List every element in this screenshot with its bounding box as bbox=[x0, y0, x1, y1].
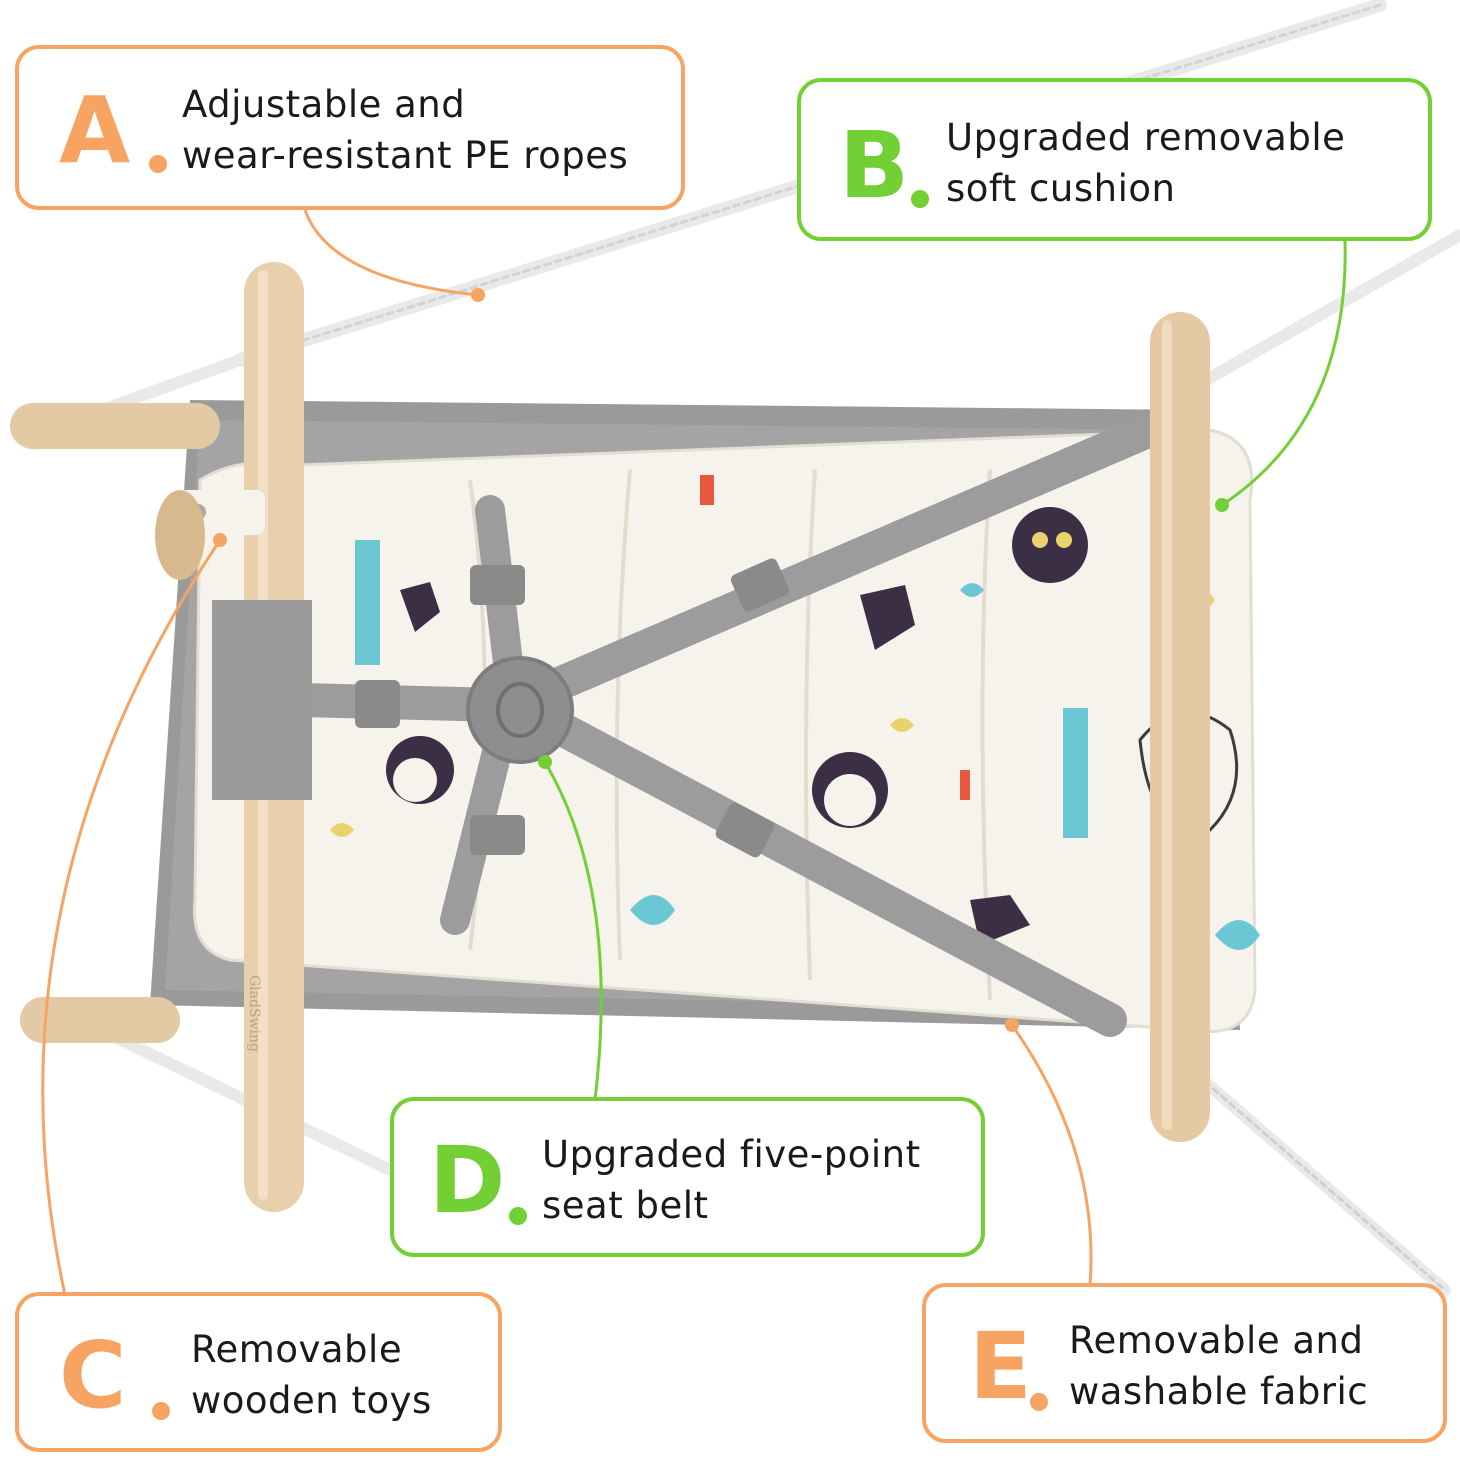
callout-b-line2: soft cushion bbox=[946, 167, 1176, 210]
callout-b-letter: B bbox=[839, 112, 910, 219]
callout-b-line1: Upgraded removable bbox=[946, 116, 1346, 159]
five-point-seat-belt bbox=[283, 413, 1167, 1037]
callout-e-letter: E bbox=[969, 1313, 1032, 1420]
callout-c-letter: C bbox=[59, 1322, 127, 1429]
brand-text: GladSwing bbox=[246, 975, 262, 1052]
wooden-posts-vertical bbox=[155, 262, 1210, 1212]
callout-c-line2: wooden toys bbox=[191, 1379, 432, 1422]
callout-a-pe-ropes: A Adjustable and wear-resistant PE ropes bbox=[15, 45, 685, 210]
callout-b-soft-cushion: B Upgraded removable soft cushion bbox=[797, 78, 1432, 241]
callout-e-washable-fabric: E Removable and washable fabric bbox=[922, 1283, 1447, 1443]
callout-a-letter: A bbox=[59, 77, 131, 184]
callout-connector-dots bbox=[213, 288, 1229, 1032]
callout-b-text: Upgraded removable soft cushion bbox=[946, 112, 1345, 214]
callout-a-line1: Adjustable and bbox=[182, 83, 466, 126]
callout-d-dot bbox=[509, 1207, 527, 1225]
callout-d-seat-belt: D Upgraded five-point seat belt bbox=[390, 1097, 985, 1257]
callout-c-dot bbox=[152, 1402, 170, 1420]
soft-cushion bbox=[192, 428, 1260, 1034]
callout-a-text: Adjustable and wear-resistant PE ropes bbox=[182, 79, 628, 181]
callout-c-wooden-toys: C Removable wooden toys bbox=[15, 1292, 502, 1452]
callout-e-dot bbox=[1030, 1393, 1048, 1411]
callout-d-line1: Upgraded five-point bbox=[542, 1133, 921, 1176]
callout-d-letter: D bbox=[429, 1127, 506, 1234]
callout-e-text: Removable and washable fabric bbox=[1069, 1315, 1368, 1417]
callout-c-line1: Removable bbox=[191, 1328, 403, 1371]
callout-connectors bbox=[41, 209, 1347, 1296]
callout-e-line2: washable fabric bbox=[1069, 1370, 1369, 1413]
callout-d-line2: seat belt bbox=[542, 1184, 709, 1227]
callout-a-dot bbox=[149, 155, 167, 173]
wooden-dowels-horizontal bbox=[10, 403, 220, 1043]
callout-c-text: Removable wooden toys bbox=[191, 1324, 432, 1426]
callout-b-dot bbox=[911, 190, 929, 208]
callout-e-line1: Removable and bbox=[1069, 1319, 1364, 1362]
callout-d-text: Upgraded five-point seat belt bbox=[542, 1129, 921, 1231]
callout-a-line2: wear-resistant PE ropes bbox=[182, 134, 629, 177]
